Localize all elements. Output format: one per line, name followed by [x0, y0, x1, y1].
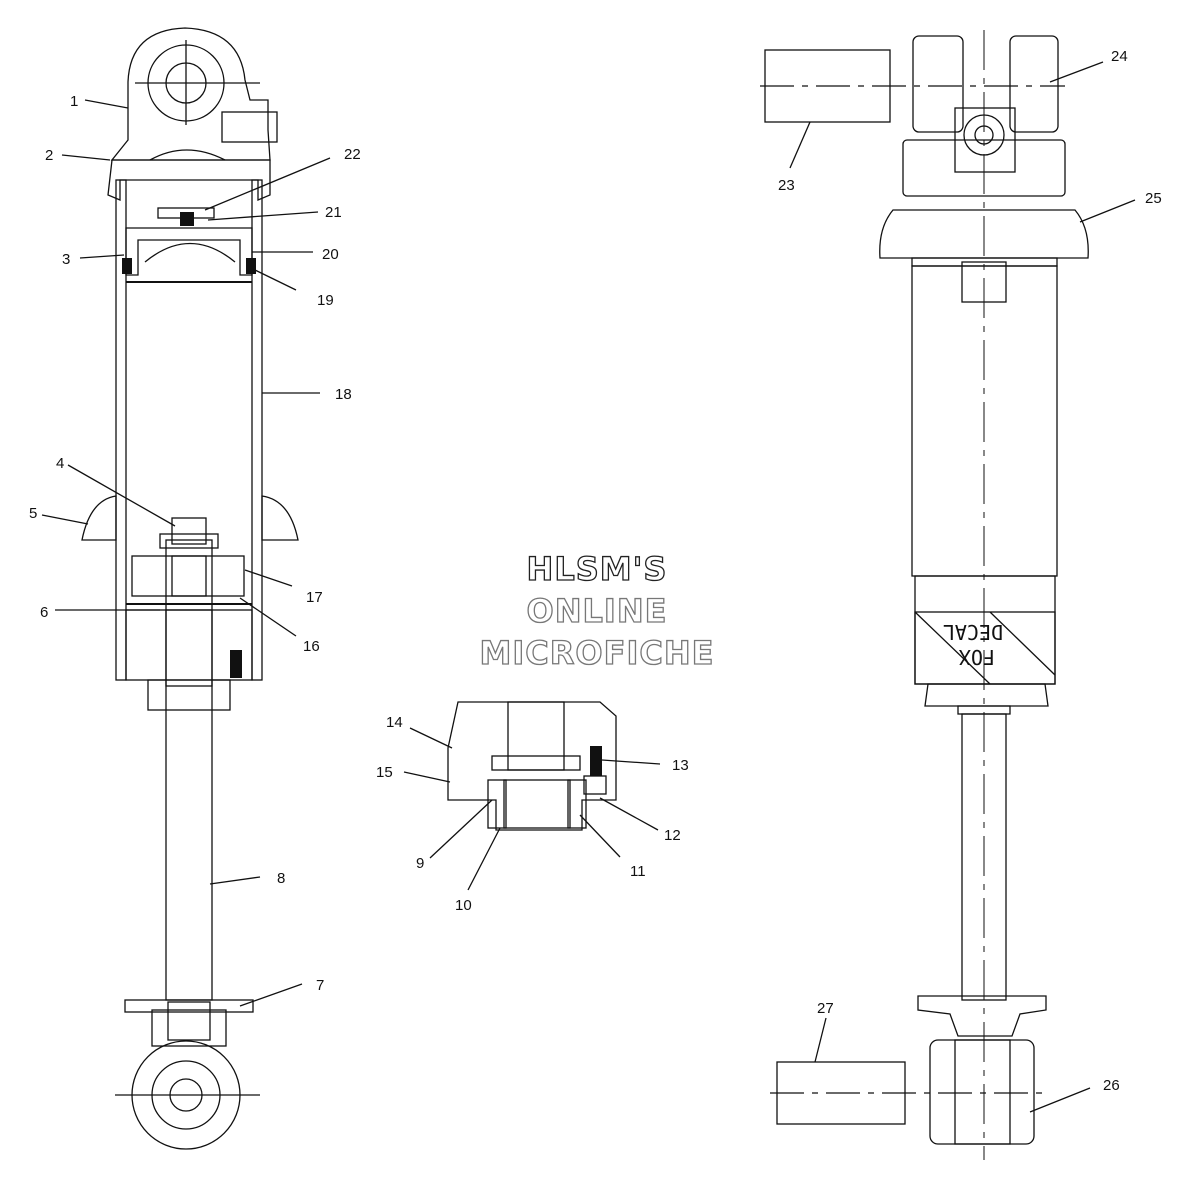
piston-nut	[171, 517, 207, 545]
callout-6: 6	[40, 604, 48, 621]
callout-7: 7	[316, 977, 324, 994]
callout-10: 10	[455, 897, 472, 914]
watermark: HLSM'S ONLINE MICROFICHE	[479, 549, 715, 672]
piston	[131, 555, 245, 597]
callout-4: 4	[56, 455, 64, 472]
callout-23: 23	[778, 177, 795, 194]
watermark-line-2: ONLINE	[527, 592, 668, 630]
callout-21: 21	[325, 204, 342, 221]
top-eyelet-housing	[110, 27, 271, 161]
leader-lines	[41, 61, 1136, 1113]
callout-1: 1	[70, 93, 78, 110]
callout-12: 12	[664, 827, 681, 844]
callout-11: 11	[630, 863, 646, 880]
callout-14: 14	[386, 714, 403, 731]
callout-5: 5	[29, 505, 37, 522]
callout-2: 2	[45, 147, 53, 164]
body-tube-left-wall	[115, 179, 127, 681]
callout-20: 20	[322, 246, 339, 263]
callout-8: 8	[277, 870, 285, 887]
external-shock-view: FOX DECAL	[760, 30, 1089, 1160]
seal-head-bushing	[503, 779, 571, 829]
damper-shaft	[165, 539, 213, 1001]
top-clevis-left-ear	[912, 35, 964, 133]
bumper-plate	[124, 999, 254, 1013]
watermark-line-1: HLSM'S	[527, 550, 668, 588]
decal-line-1: FOX	[959, 645, 995, 669]
callout-19: 19	[317, 292, 334, 309]
callout-9: 9	[416, 855, 424, 872]
top-clevis-right-ear	[1009, 35, 1059, 133]
callout-26: 26	[1103, 1077, 1120, 1094]
callout-15: 15	[376, 764, 393, 781]
callout-22: 22	[344, 146, 361, 163]
seal-head-detail	[447, 701, 617, 831]
watermark-line-3: MICROFICHE	[480, 634, 715, 672]
callout-18: 18	[335, 386, 352, 403]
decal-line-2: DECAL	[943, 620, 1003, 644]
callout-3: 3	[62, 251, 70, 268]
preload-collar	[879, 209, 1089, 259]
callout-27: 27	[817, 1000, 834, 1017]
valve-fitting	[221, 111, 278, 143]
seal-head-body	[447, 701, 617, 831]
bottom-clevis	[929, 1039, 1035, 1145]
callout-25: 25	[1145, 190, 1162, 207]
cutaway-shock	[81, 27, 299, 1150]
callout-16: 16	[303, 638, 320, 655]
callout-17: 17	[306, 589, 323, 606]
callout-13: 13	[672, 757, 689, 774]
body-tube-right-wall	[251, 179, 263, 681]
spring-collar	[81, 495, 117, 541]
callout-24: 24	[1111, 48, 1128, 65]
callout-labels: 1 2 3 4 5 6 7 8 9 10 11 12 13 14 15 16 1…	[29, 48, 1162, 1094]
floating-piston	[125, 227, 253, 276]
